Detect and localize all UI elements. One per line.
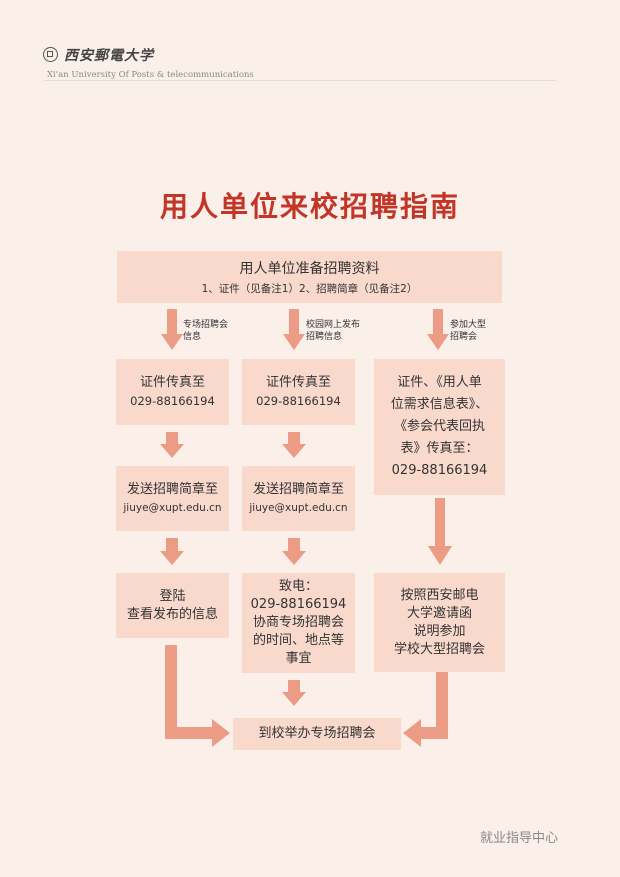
col1-fax-box: 证件传真至 029-88166194 — [116, 359, 229, 425]
university-emblem-icon — [43, 47, 58, 62]
col1-final-box: 登陆 查看发布的信息 — [116, 573, 229, 638]
call-line: 029-88166194 — [250, 597, 347, 612]
bottom-box-label: 到校举办专场招聘会 — [258, 726, 376, 741]
col2-send-box: 发送招聘简章至 jiuye@xupt.edu.cn — [242, 466, 355, 531]
branch-label-onsite: 专场招聘会 信息 — [183, 319, 228, 343]
page-title: 用人单位来校招聘指南 — [159, 190, 460, 223]
final-line: 登陆 — [159, 588, 186, 604]
arrow-down-icon — [282, 538, 306, 565]
send-email: jiuye@xupt.edu.cn — [123, 501, 222, 514]
branch-label-line: 信息 — [183, 332, 202, 342]
header-divider — [44, 80, 556, 81]
send-email: jiuye@xupt.edu.cn — [249, 501, 348, 514]
invite-line: 按照西安邮电 — [400, 587, 479, 603]
docs-line: 证件、《用人单 — [397, 375, 482, 390]
invite-line: 大学邀请函 — [406, 605, 472, 621]
fax-title: 证件传真至 — [265, 375, 331, 390]
branch-label-line: 校园网上发布 — [306, 320, 361, 330]
docs-line: 《参会代表回执 — [393, 419, 485, 434]
elbow-arrow-icon — [403, 672, 448, 747]
send-title: 发送招聘简章至 — [252, 481, 344, 497]
fax-number: 029-88166194 — [130, 394, 215, 408]
top-box: 用人单位准备招聘资料 1、证件（见备注1）2、招聘简章（见备注2） — [117, 251, 502, 303]
elbow-arrow-icon — [165, 645, 230, 747]
footer-dept: 就业指导中心 — [480, 831, 559, 846]
call-line: 致电： — [278, 579, 318, 594]
col1-send-box: 发送招聘简章至 jiuye@xupt.edu.cn — [116, 466, 229, 531]
arrow-down-icon — [427, 309, 449, 350]
bottom-box: 到校举办专场招聘会 — [233, 718, 401, 750]
arrow-down-icon — [160, 432, 184, 458]
university-name-en: Xi'an University Of Posts & telecommunic… — [47, 70, 254, 80]
invite-line: 学校大型招聘会 — [393, 641, 485, 657]
branch-label-online: 校园网上发布 招聘信息 — [306, 319, 360, 343]
invite-line: 说明参加 — [413, 623, 466, 639]
branch-label-line: 招聘会 — [450, 332, 478, 342]
col2-call-box: 致电： 029-88166194 协商专场招聘会 的时间、地点等 事宜 — [242, 573, 355, 673]
branch-label-line: 参加大型 — [450, 320, 487, 330]
fax-number: 029-88166194 — [256, 394, 341, 408]
call-line: 协商专场招聘会 — [252, 615, 344, 630]
fax-title: 证件传真至 — [139, 375, 205, 390]
arrow-down-icon — [282, 432, 306, 458]
call-line: 的时间、地点等 — [252, 633, 344, 648]
top-box-subtitle: 1、证件（见备注1）2、招聘简章（见备注2） — [201, 283, 418, 295]
call-line: 事宜 — [285, 651, 312, 666]
col3-invite-box: 按照西安邮电 大学邀请函 说明参加 学校大型招聘会 — [374, 573, 505, 672]
arrow-down-icon — [161, 309, 183, 350]
col2-fax-box: 证件传真至 029-88166194 — [242, 359, 355, 425]
send-title: 发送招聘简章至 — [126, 481, 218, 497]
docs-line: 029-88166194 — [391, 463, 488, 478]
arrow-down-icon — [160, 538, 184, 565]
docs-line: 表》传真至： — [400, 441, 479, 456]
docs-line: 位需求信息表》、 — [390, 397, 489, 412]
arrow-down-icon — [428, 498, 452, 565]
col3-docs-box: 证件、《用人单 位需求信息表》、 《参会代表回执 表》传真至： 029-8816… — [374, 359, 505, 495]
arrow-down-icon — [282, 680, 306, 706]
branch-label-line: 招聘信息 — [306, 332, 343, 342]
branch-label-job-fair: 参加大型 招聘会 — [450, 319, 486, 343]
university-name-cn: 西安郵電大学 — [64, 48, 154, 64]
arrow-down-icon — [283, 309, 305, 350]
final-line: 查看发布的信息 — [126, 606, 218, 622]
top-box-title: 用人单位准备招聘资料 — [239, 261, 380, 277]
branch-label-line: 专场招聘会 — [183, 320, 229, 330]
